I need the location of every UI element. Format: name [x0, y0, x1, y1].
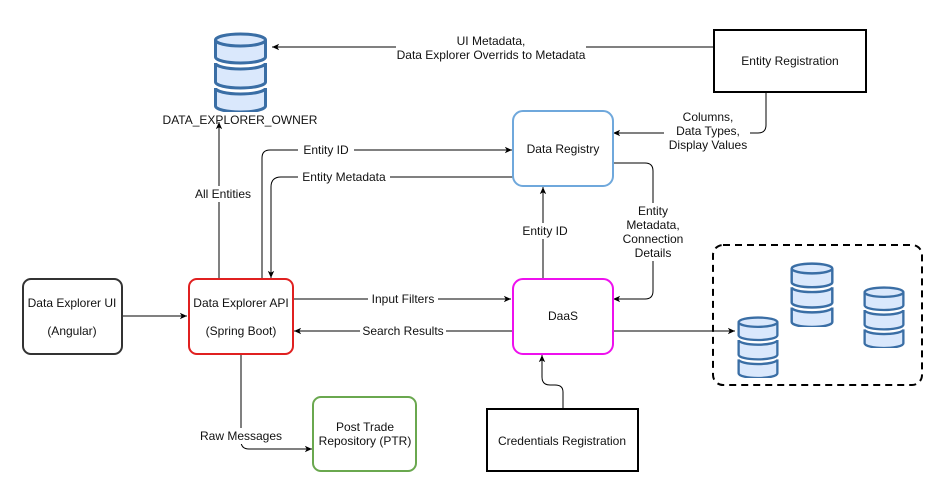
edge-raw-messages-label: Raw Messages: [200, 429, 282, 443]
database-icon: [790, 262, 834, 327]
edge-entity-metadata-connection: Entity Metadata, Connection Details: [613, 162, 686, 303]
data-explorer-owner-label: DATA_EXPLORER_OWNER: [163, 113, 318, 127]
data-explorer-ui-label-line1: Data Explorer UI: [28, 296, 117, 310]
edge-ui-metadata: UI Metadata, Data Explorer Overrids to M…: [272, 33, 714, 63]
database-icon: [213, 32, 268, 112]
credentials-registration-label: Credentials Registration: [498, 434, 626, 448]
edge-credentials-to-daas: [538, 355, 564, 409]
data-registry-node: Data Registry: [512, 110, 614, 187]
data-explorer-api-node: Data Explorer API (Spring Boot): [188, 278, 294, 355]
edge-input-filters-label: Input Filters: [372, 292, 435, 306]
daas-label: DaaS: [548, 309, 578, 323]
edge-entity-id-top-label: Entity ID: [303, 143, 349, 157]
data-explorer-api-label-line2: (Spring Boot): [206, 324, 277, 338]
data-registry-label: Data Registry: [527, 142, 600, 156]
edge-entity-id-daas-label: Entity ID: [522, 224, 568, 238]
data-explorer-owner-node: DATA_EXPLORER_OWNER: [163, 32, 318, 127]
edge-search-results-label: Search Results: [362, 324, 443, 338]
entity-registration-label: Entity Registration: [741, 54, 838, 68]
database-icon: [863, 286, 905, 348]
edge-entity-id-top: Entity ID: [261, 142, 512, 279]
edge-entity-metadata-connection-label-line3: Connection: [623, 232, 684, 246]
data-explorer-api-label-line1: Data Explorer API: [193, 296, 288, 310]
daas-node: DaaS: [512, 278, 614, 355]
edge-entity-metadata-connection-label-line4: Details: [635, 246, 672, 260]
database-icon: [737, 316, 779, 378]
data-sources-group: [712, 244, 923, 386]
edge-raw-messages: Raw Messages: [196, 355, 312, 453]
edge-entity-metadata: Entity Metadata: [267, 169, 515, 278]
edge-ui-metadata-label-line2: Data Explorer Overrids to Metadata: [397, 48, 586, 62]
ptr-label-line2: Repository (PTR): [319, 434, 412, 448]
edge-ui-metadata-label-line1: UI Metadata,: [457, 34, 526, 48]
edge-columns-label-line2: Data Types,: [676, 124, 740, 138]
edge-input-filters: Input Filters: [293, 291, 511, 307]
edge-columns: Columns, Data Types, Display Values: [613, 92, 767, 154]
ptr-label-line1: Post Trade: [336, 420, 394, 434]
edge-search-results: Search Results: [294, 323, 512, 339]
edge-entity-metadata-connection-label-line2: Metadata,: [626, 218, 679, 232]
edge-all-entities-label: All Entities: [195, 187, 251, 201]
edge-entity-id-daas: Entity ID: [519, 187, 571, 279]
data-explorer-ui-node: Data Explorer UI (Angular): [22, 278, 123, 355]
data-explorer-ui-label-line2: (Angular): [47, 324, 96, 338]
edge-all-entities: All Entities: [192, 121, 254, 279]
edge-entity-metadata-connection-label-line1: Entity: [638, 204, 668, 218]
credentials-registration-node: Credentials Registration: [486, 408, 639, 472]
edge-columns-label-line3: Display Values: [669, 138, 747, 152]
edge-entity-metadata-label: Entity Metadata: [302, 170, 386, 184]
entity-registration-node: Entity Registration: [713, 29, 867, 93]
edge-columns-label-line1: Columns,: [683, 110, 734, 124]
post-trade-repository-node: Post Trade Repository (PTR): [312, 396, 417, 472]
